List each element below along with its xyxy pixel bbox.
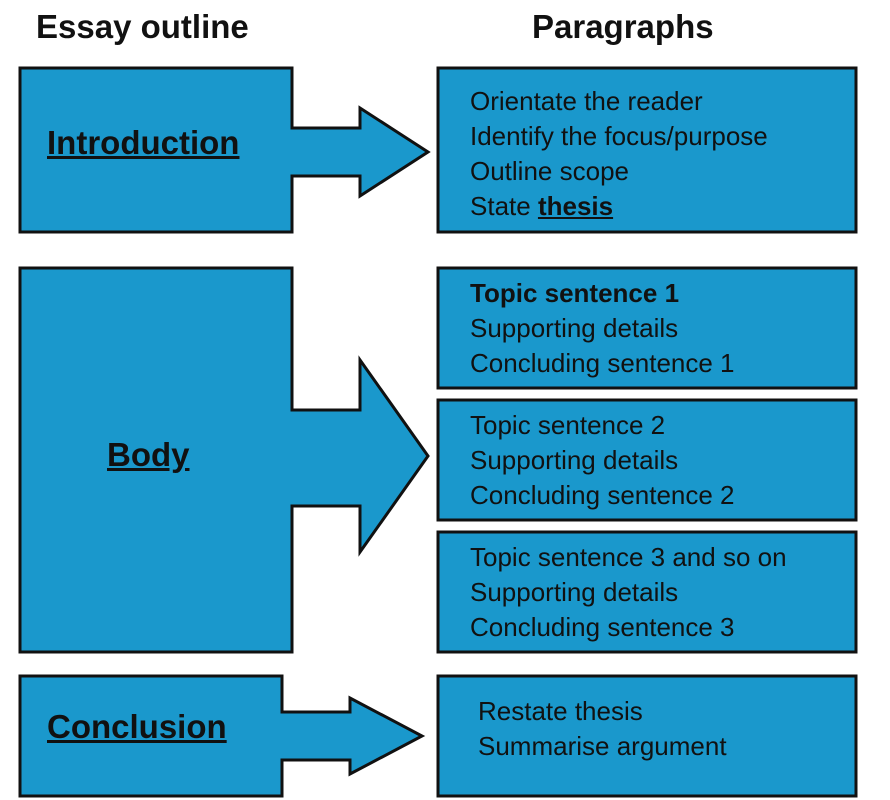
concluding-sentence: Concluding sentence 3 [470, 612, 735, 642]
concluding-sentence: Concluding sentence 1 [470, 348, 735, 378]
conclusion-paragraph-text: Restate thesis Summarise argument [478, 694, 727, 764]
state-prefix: State [470, 191, 538, 221]
body-label: Body [107, 436, 190, 473]
supporting-details: Supporting details [470, 445, 679, 475]
body-paragraph-box-1 [436, 266, 858, 390]
body-paragraph-1-text: Topic sentence 1 Supporting details Conc… [470, 276, 735, 381]
body-paragraph-3-text: Topic sentence 3 and so on Supporting de… [470, 540, 787, 645]
paragraphs-heading: Paragraphs [532, 8, 714, 45]
intro-line: Identify the focus/purpose [470, 121, 768, 151]
supporting-details: Supporting details [470, 577, 679, 607]
introduction-label: Introduction [47, 124, 240, 161]
body-paragraph-box-3 [436, 530, 858, 654]
conclusion-line: Summarise argument [478, 731, 727, 761]
intro-line: Orientate the reader [470, 86, 703, 116]
body-paragraph-2-text: Topic sentence 2 Supporting details Conc… [470, 408, 735, 513]
topic-sentence: Topic sentence 3 and so on [470, 542, 787, 572]
introduction-arrow-shape [18, 66, 431, 234]
intro-line: Outline scope [470, 156, 629, 186]
intro-state-line: State thesis [470, 189, 768, 224]
intro-paragraph-text: Orientate the reader Identify the focus/… [470, 84, 768, 224]
body-paragraph-box-2 [436, 398, 858, 522]
thesis-term: thesis [537, 191, 614, 221]
intro-paragraph-box [436, 66, 858, 234]
topic-sentence: Topic sentence 2 [470, 410, 666, 440]
supporting-details: Supporting details [470, 313, 679, 343]
conclusion-line: Restate thesis [478, 696, 643, 726]
topic-sentence: Topic sentence 1 [470, 278, 680, 308]
essay-outline-heading: Essay outline [36, 8, 249, 45]
conclusion-label: Conclusion [47, 708, 227, 745]
conclusion-arrow-shape [18, 674, 426, 798]
conclusion-paragraph-box [436, 674, 858, 798]
concluding-sentence: Concluding sentence 2 [470, 480, 735, 510]
body-arrow-shape [18, 266, 430, 654]
